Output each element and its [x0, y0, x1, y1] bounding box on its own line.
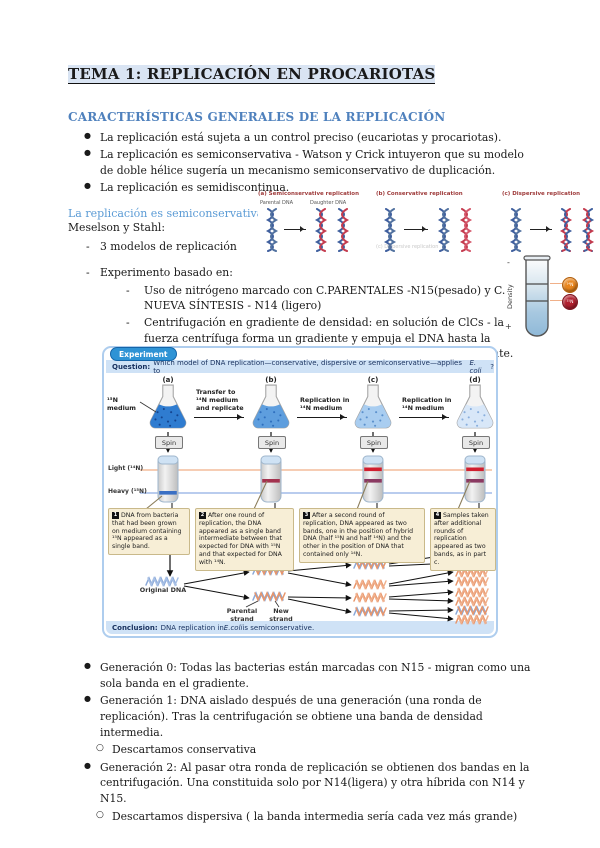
panel-a-title: (a) Semiconservative replication	[258, 191, 360, 197]
spin-box: Spin	[258, 436, 286, 449]
flask-gen3-icon	[456, 384, 494, 429]
heavy-line-label: Heavy (¹⁵N)	[108, 488, 147, 495]
dna-helix-parental-icon	[265, 208, 279, 252]
sub-dash-item: Uso de nitrógeno marcado con C.PARENTALE…	[104, 283, 532, 314]
band-connector-line	[550, 283, 562, 284]
dash-item: 3 modelos de replicación	[68, 239, 300, 255]
centrifuge-tube-d-icon	[464, 455, 486, 503]
dna-helix-parental-icon	[509, 208, 523, 252]
replication-arrow-label: Replication in ¹⁴N medium	[402, 396, 452, 412]
generation-bullet-list: Generación 0: Todas las bacterias están …	[68, 660, 538, 740]
density-minus-label: -	[507, 258, 510, 267]
bullet-item: La replicación está sujeta a un control …	[68, 130, 532, 145]
transfer-arrow-label: Transfer to ¹⁴N medium and replicate	[196, 388, 244, 412]
column-label-c: (c)	[367, 376, 379, 384]
density-axis-label: Density	[506, 284, 514, 310]
species-name: E. coli	[469, 358, 482, 375]
band-connector-line	[550, 300, 562, 301]
step-number: 3	[303, 512, 310, 519]
dna-helix-dispersive-icon	[559, 208, 573, 252]
density-plus-label: +	[505, 322, 512, 331]
question-label: Question:	[112, 362, 151, 371]
dna-helix-hybrid-icon	[314, 208, 328, 252]
replication-arrow-icon	[297, 414, 347, 420]
transfer-arrow-icon	[194, 414, 244, 420]
spin-box: Spin	[360, 436, 388, 449]
step-text: DNA from bacteria that had been grown on…	[112, 512, 182, 551]
dna-helix-new-icon	[459, 208, 473, 252]
meselson-line: Meselson y Stahl:	[68, 221, 166, 235]
experiment-badge: Experiment	[110, 347, 177, 361]
parental-strand-label: Parental strand	[226, 607, 258, 623]
parental-dna-label: Parental DNA	[260, 200, 294, 206]
centrifuge-tube-c-icon	[362, 455, 384, 503]
n14-ball-icon: ¹⁴N	[562, 277, 578, 293]
original-dna-label: Original DNA	[139, 586, 187, 594]
bullet-item: La replicación es semiconservativa - Wat…	[68, 147, 532, 178]
column-label-b: (b)	[265, 376, 277, 384]
panel-c-title: (c) Dispersive replication	[502, 191, 581, 197]
step-number: 1	[112, 512, 119, 519]
question-text: Which model of DNA replication—conservat…	[153, 358, 462, 375]
generation-bullet: Generación 2: Al pasar otra ronda de rep…	[68, 760, 538, 807]
experiment-question-bar: Question: Which model of DNA replication…	[106, 358, 494, 375]
step-number: 4	[434, 512, 441, 519]
centrifuge-tube-b-icon	[260, 455, 282, 503]
centrifuge-tube-a-icon	[157, 455, 179, 503]
column-label-d: (d)	[469, 376, 481, 384]
flask-gen1-icon	[252, 384, 290, 429]
bullet-item: La replicación es semidiscontinua.	[68, 180, 532, 195]
flask-gen2-icon	[354, 384, 392, 429]
step-number: 2	[199, 512, 206, 519]
meselson-stahl-experiment-figure: Experiment Question: Which model of DNA …	[102, 346, 498, 638]
dna-helix-hybrid-icon	[336, 208, 350, 252]
section-heading: CARACTERÍSTICAS GENERALES DE LA REPLICAC…	[68, 110, 446, 124]
subsection-heading: La replicación es semiconservativa	[68, 207, 264, 221]
dna-helix-conserved-icon	[437, 208, 451, 252]
arrow-right-icon	[404, 226, 428, 233]
page-title: TEMA 1: REPLICACIÓN EN PROCARIOTAS	[68, 65, 436, 84]
dash-item: Experimento basado en:	[68, 265, 520, 281]
spin-box: Spin	[462, 436, 490, 449]
step-text: After a second round of replication, DNA…	[303, 512, 414, 559]
arrow-right-icon	[284, 226, 306, 233]
heavy-band-line	[140, 492, 492, 494]
light-band-line	[140, 469, 492, 471]
species-name: E.coli	[223, 623, 243, 632]
replication-arrow-label: Replication in ¹⁴N medium	[300, 396, 350, 412]
new-strand-label: New strand	[269, 607, 293, 623]
panel-b-title: (b) Conservative replication	[376, 191, 463, 197]
test-tube-icon	[523, 255, 551, 337]
cut-panel-label: (c) Dispersive replication	[376, 244, 439, 250]
flask-15n-icon	[149, 384, 187, 429]
generation-bullet: Generación 1: DNA aislado después de una…	[68, 693, 538, 740]
step-text: Samples taken after additional rounds of…	[434, 512, 489, 566]
dna-helix-parental-icon	[383, 208, 397, 252]
generation-bullet: Generación 0: Todas las bacterias están …	[68, 660, 538, 691]
replication-arrow-icon	[399, 414, 449, 420]
spin-box: Spin	[155, 436, 183, 449]
general-bullet-list: La replicación está sujeta a un control …	[68, 130, 532, 195]
light-line-label: Light (¹⁴N)	[108, 465, 144, 472]
n15-ball-icon: ¹⁵N	[562, 294, 578, 310]
column-label-a: (a)	[162, 376, 174, 384]
conclusion-text: DNA replication in	[160, 623, 224, 632]
conclusion-label: Conclusion:	[112, 623, 158, 632]
n15-medium-label: ¹⁵N medium	[107, 396, 136, 412]
step-text: After one round of replication, the DNA …	[199, 512, 283, 566]
daughter-dna-label: Daughter DNA	[310, 200, 347, 206]
dna-helix-dispersive-icon	[581, 208, 595, 252]
experiment-conclusion-bar: Conclusion: DNA replication in E.coli is…	[106, 621, 494, 634]
arrow-right-icon	[530, 226, 552, 233]
density-gradient-image: - Density + ¹⁴N ¹⁵N	[498, 254, 592, 342]
sub-bullet: Descartamos conservativa	[68, 742, 538, 758]
generations-section: Generación 0: Todas las bacterias están …	[68, 648, 538, 824]
sub-bullet: Descartamos dispersiva ( la banda interm…	[68, 809, 538, 825]
generation-bullet-list: Generación 2: Al pasar otra ronda de rep…	[68, 760, 538, 807]
replication-models-image: (a) Semiconservative replication Parenta…	[258, 191, 600, 255]
